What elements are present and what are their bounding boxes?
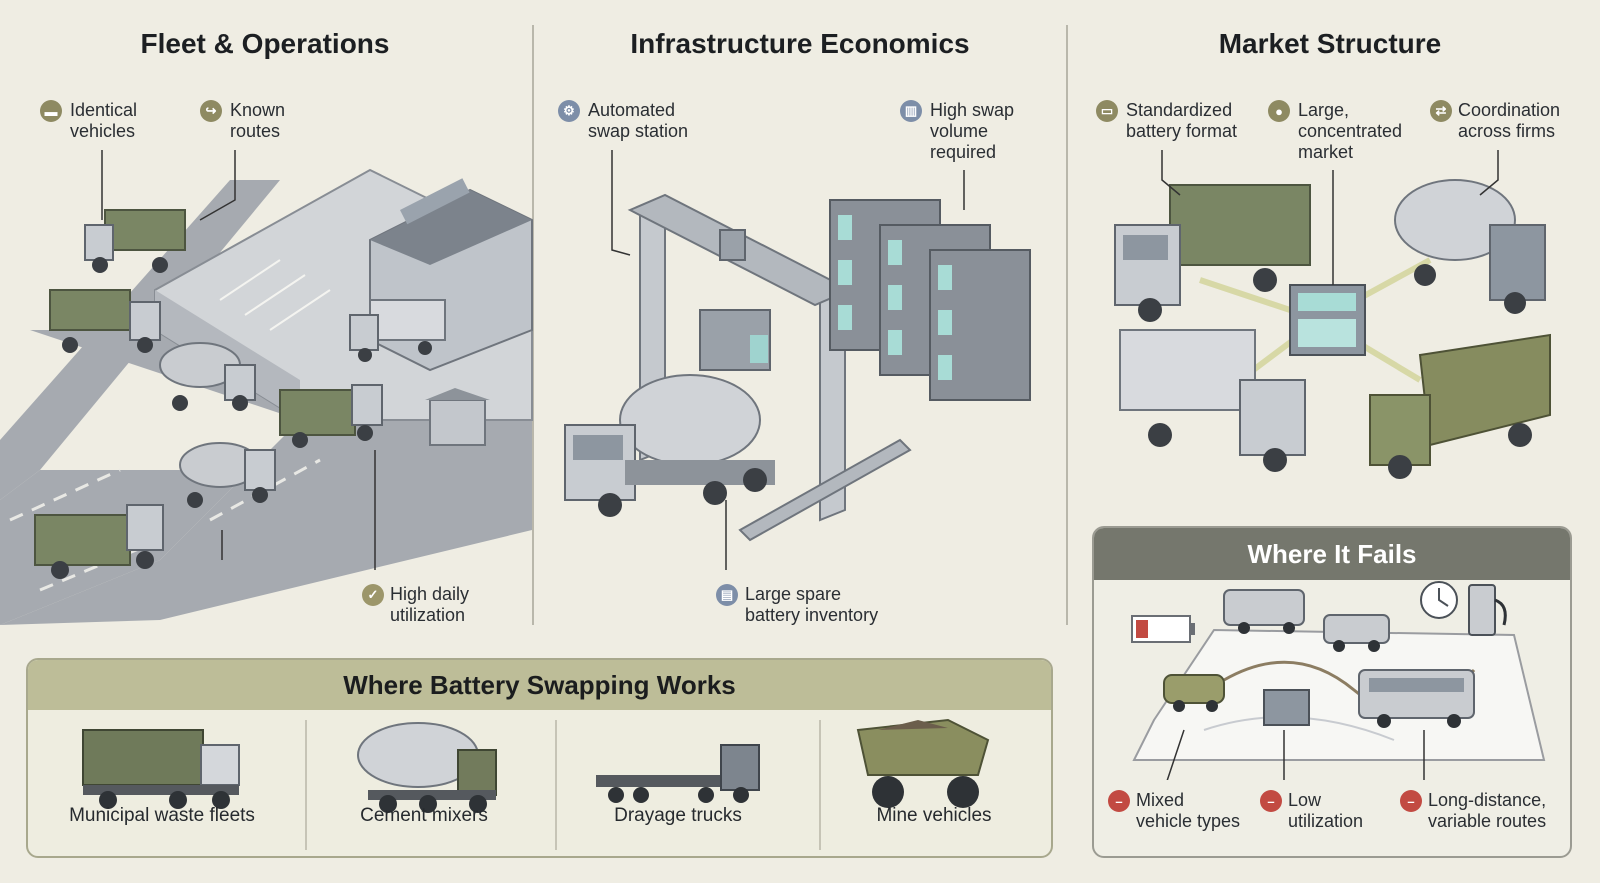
market-battery	[1289, 284, 1366, 356]
waste-truck-icon	[82, 729, 240, 809]
coordination-across-firms-label: Coordination across firms	[1458, 100, 1561, 141]
drayage-truck-icon	[596, 744, 760, 803]
infrastructure-economics-title: Infrastructure Economics	[630, 28, 970, 59]
minus-icon-mixed: –	[1108, 790, 1130, 812]
market-mixer-truck	[1394, 179, 1546, 314]
known-routes-label: Known routes	[230, 100, 286, 141]
fleet-truck-4	[34, 504, 164, 579]
minus-icon-low: –	[1260, 790, 1282, 812]
large-spare-inventory-label: Large spare battery inventory	[745, 584, 879, 625]
fails-map-illustration	[1131, 581, 1546, 780]
battery-inventory-icon: ▤	[716, 584, 738, 606]
high-utilization-label: High daily utilization	[390, 584, 470, 625]
car-icon-silver	[1323, 614, 1390, 652]
battery-racks	[829, 199, 1031, 401]
identical-vehicles-label: Identical vehicles	[70, 100, 138, 141]
robot-icon: ⚙	[558, 100, 580, 122]
fleet-mixer-1	[159, 342, 256, 411]
works-item-waste: Municipal waste fleets	[69, 805, 255, 826]
scene-illustration	[0, 150, 1551, 625]
exchange-icon: ⇄	[1430, 100, 1452, 122]
fails-item-low: Low utilization	[1288, 790, 1364, 831]
fleet-mixer-2	[179, 442, 276, 508]
market-garbage-truck	[1114, 184, 1311, 322]
charger-icon	[1468, 584, 1507, 636]
low-battery-icon	[1131, 615, 1195, 643]
people-icon: ●	[1268, 100, 1290, 122]
bar-chart-icon: ▥	[900, 100, 922, 122]
where-it-works-panel: Where Battery Swapping Works Municipal	[26, 658, 1053, 858]
works-vehicles-illustration	[82, 718, 990, 850]
market-dump-truck	[1369, 333, 1551, 479]
battery-icon	[1263, 689, 1310, 726]
market-structure-title: Market Structure	[1218, 28, 1442, 59]
van-icon	[1223, 589, 1305, 634]
works-item-drayage: Drayage trucks	[614, 805, 742, 826]
column-divider-2	[1066, 25, 1068, 625]
fleet-truck-3	[279, 384, 383, 448]
fleet-box-truck	[349, 299, 446, 362]
bus-icon	[1358, 669, 1475, 728]
guard-booth	[425, 388, 490, 446]
swap-station-mixer-truck	[564, 374, 775, 517]
mine-truck-icon	[856, 718, 990, 808]
works-item-mine: Mine vehicles	[876, 805, 992, 826]
automated-swap-station-label: Automated swap station	[588, 100, 689, 141]
where-it-works-title: Where Battery Swapping Works	[28, 660, 1051, 710]
cement-mixer-icon	[357, 722, 497, 813]
high-swap-volume-label: High swap volume required	[930, 100, 1015, 162]
fleet-truck-2	[49, 289, 161, 353]
large-concentrated-market-label: Large, concentrated market	[1298, 100, 1403, 162]
fails-item-long: Long-distance, variable routes	[1428, 790, 1547, 831]
standardized-battery-format-label: Standardized battery format	[1126, 100, 1238, 141]
minus-icon-long: –	[1400, 790, 1422, 812]
fleet-operations-title: Fleet & Operations	[140, 28, 390, 59]
clock-icon	[1420, 581, 1458, 619]
fleet-truck-1	[84, 209, 186, 273]
battery-format-icon: ▭	[1096, 100, 1118, 122]
truck-icon: ▬	[40, 100, 62, 122]
where-it-fails-title: Where It Fails	[1094, 528, 1570, 580]
route-icon: ↪	[200, 100, 222, 122]
where-it-fails-panel: Where It Fails – Mixed vehicle types – L…	[1092, 526, 1572, 858]
check-icon: ✓	[362, 584, 384, 606]
market-box-truck	[1119, 329, 1306, 472]
works-item-mixers: Cement mixers	[360, 805, 488, 826]
car-icon-olive	[1163, 674, 1225, 712]
fails-item-mixed: Mixed vehicle types	[1136, 790, 1241, 831]
